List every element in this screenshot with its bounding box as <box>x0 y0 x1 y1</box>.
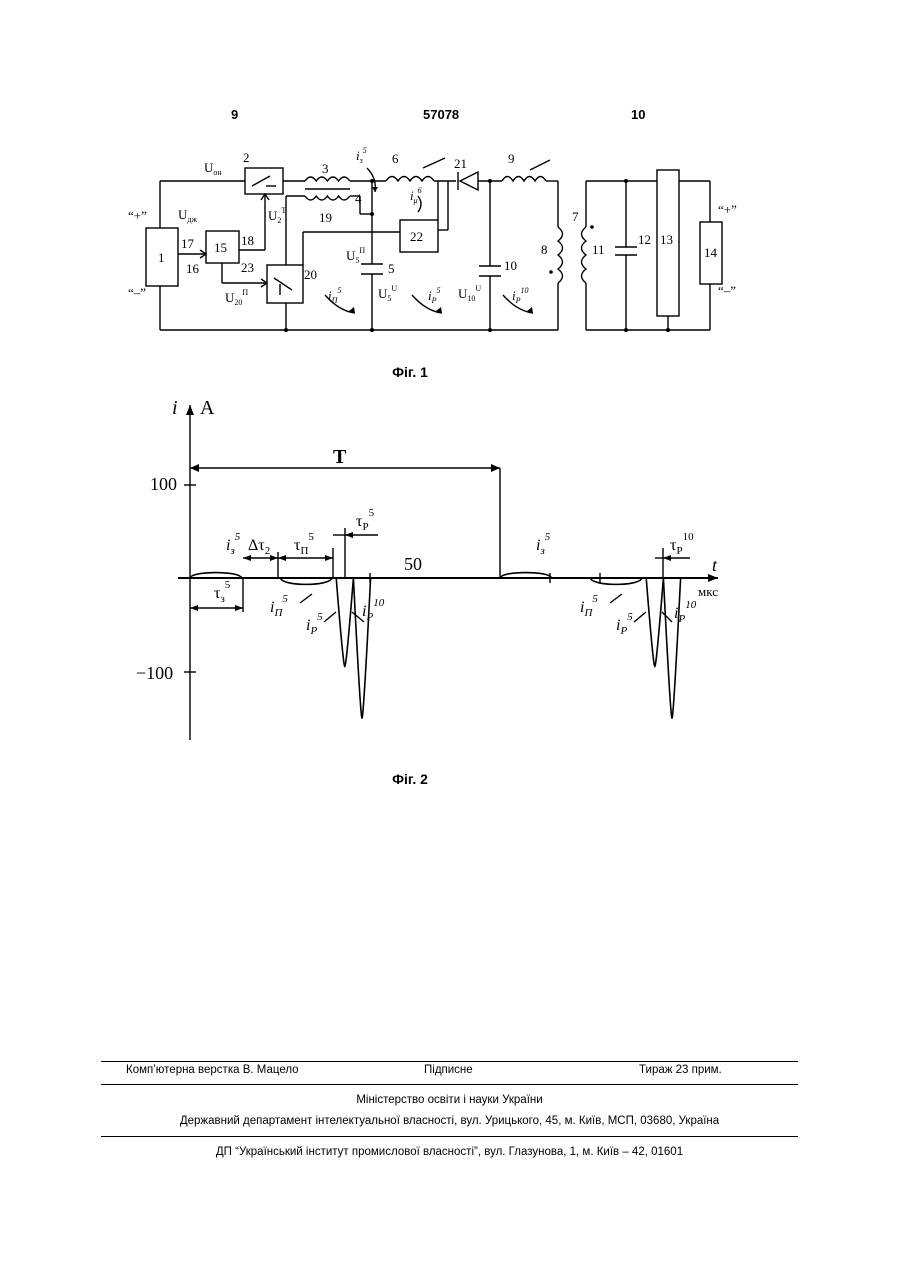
ministry-line: Міністерство освіти і науки України <box>101 1094 798 1106</box>
i3-label-second: iз5 <box>536 531 551 557</box>
footer-rule-middle <box>101 1084 798 1085</box>
figure-2-caption: Фіг. 2 <box>0 771 820 787</box>
circulation-note: Тираж 23 прим. <box>639 1064 722 1076</box>
pulse-iR10-period-1 <box>353 578 370 718</box>
department-line: Державний департамент інтелектуальної вл… <box>101 1115 798 1127</box>
x-axis-variable: t <box>712 555 718 575</box>
footer-rule-bottom <box>101 1136 798 1137</box>
x-axis-unit: мкс <box>698 584 718 599</box>
tauR5-label: τР5 <box>356 507 375 533</box>
delta-tau2-label: Δτ2 <box>248 537 270 557</box>
pulse-iR5-period-1 <box>336 578 353 667</box>
iR5-label-first: iР5 <box>306 611 323 637</box>
waveform-chart: i A t мкс 100 −100 50 T iз5 iз5 τз5 Δτ2 … <box>0 0 901 800</box>
pulse-iR10-period-2 <box>663 578 680 718</box>
tau3-label: τз5 <box>214 579 231 605</box>
typesetter-credit: Комп’ютерна верстка В. Мацело <box>126 1064 299 1076</box>
pulse-iR5-period-2 <box>646 578 663 667</box>
iR5-label-second: iР5 <box>616 611 633 637</box>
footer-rule-top <box>101 1061 798 1062</box>
y-axis-variable: i <box>172 397 178 419</box>
institute-line: ДП “Український інститут промислової вла… <box>101 1146 798 1158</box>
x-tick-50: 50 <box>404 554 422 574</box>
y-tick-minus-100: −100 <box>136 663 173 683</box>
y-axis-unit: A <box>200 397 215 419</box>
y-tick-100: 100 <box>150 474 177 494</box>
iP-label-second: iП5 <box>580 593 598 619</box>
tauP-label: τП5 <box>294 531 314 557</box>
tauR10-label: τР10 <box>670 531 694 557</box>
iR10-label-second: iР10 <box>674 599 697 625</box>
period-label: T <box>333 446 347 468</box>
iP-label-first: iП5 <box>270 593 288 619</box>
iR10-label-first: iР10 <box>362 597 385 623</box>
waveform-series <box>190 573 681 719</box>
i3-label-first: iз5 <box>226 531 241 557</box>
signed-note: Підписне <box>424 1064 473 1076</box>
